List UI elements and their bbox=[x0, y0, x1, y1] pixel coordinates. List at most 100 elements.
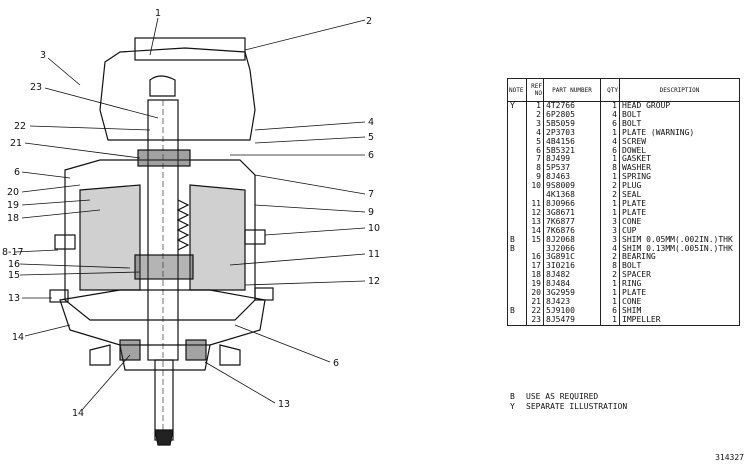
callout-3: 3 bbox=[40, 50, 46, 61]
cell-desc: WASHER bbox=[619, 163, 740, 174]
table-header-row: NOTE REF NO PART NUMBER QTY DESCRIPTION bbox=[507, 78, 740, 102]
cell-note bbox=[507, 315, 527, 326]
callout-5: 5 bbox=[368, 132, 374, 143]
cell-note bbox=[507, 164, 527, 174]
cell-desc: SHIM 0.05MM(.002IN.)THK bbox=[619, 235, 740, 245]
parts-list-table: NOTE REF NO PART NUMBER QTY DESCRIPTION … bbox=[507, 78, 740, 326]
cell-note bbox=[507, 280, 527, 290]
callout-12: 12 bbox=[368, 276, 380, 287]
callout-2: 2 bbox=[366, 16, 372, 27]
header-qty: QTY bbox=[600, 78, 620, 102]
header-note: NOTE bbox=[507, 78, 527, 102]
cell-desc: SHIM bbox=[619, 306, 740, 316]
callout-13-left: 13 bbox=[8, 293, 20, 304]
cell-note bbox=[507, 155, 527, 165]
cell-note bbox=[507, 208, 527, 218]
illustration-number: 314327 bbox=[715, 453, 744, 462]
cell-note bbox=[507, 137, 527, 147]
callout-1: 1 bbox=[155, 8, 161, 19]
callout-14-left: 14 bbox=[12, 332, 24, 343]
note-text: USE AS REQUIRED bbox=[526, 392, 599, 401]
cell-desc: CUP bbox=[619, 226, 740, 236]
cell-ref: 15 bbox=[526, 235, 544, 245]
callout-6-bottom: 6 bbox=[333, 358, 339, 369]
cell-note bbox=[507, 191, 527, 200]
cell-desc: CONE bbox=[619, 297, 740, 307]
header-description: DESCRIPTION bbox=[619, 78, 740, 102]
callout-4: 4 bbox=[368, 117, 374, 128]
cell-desc: IMPELLER bbox=[619, 315, 740, 326]
cell-note bbox=[507, 199, 527, 209]
cell-qty: 1 bbox=[600, 315, 620, 326]
cell-desc: BOLT bbox=[619, 261, 740, 272]
header-ref-no: REF NO bbox=[526, 78, 544, 102]
cell-desc: DOWEL bbox=[619, 146, 740, 156]
cell-note: B bbox=[507, 306, 527, 316]
cell-desc: RING bbox=[619, 279, 740, 290]
cell-desc: SPRING bbox=[619, 172, 740, 183]
note-key: Y bbox=[510, 402, 515, 411]
cell-note: B bbox=[507, 244, 527, 254]
callout-23: 23 bbox=[30, 82, 42, 93]
note-b: B USE AS REQUIRED bbox=[510, 392, 627, 402]
cell-note bbox=[507, 262, 527, 272]
cell-part: 8J5479 bbox=[543, 315, 601, 326]
callout-16: 16 bbox=[8, 259, 20, 270]
callout-6-right: 6 bbox=[368, 150, 374, 161]
cell-note bbox=[507, 271, 527, 281]
cell-desc: PLATE bbox=[619, 199, 740, 209]
note-text: SEPARATE ILLUSTRATION bbox=[526, 402, 628, 411]
cell-note bbox=[507, 217, 527, 227]
cell-desc: SHIM 0.13MM(.005IN.)THK bbox=[619, 244, 740, 254]
cell-note bbox=[507, 182, 527, 192]
callout-7: 7 bbox=[368, 189, 374, 200]
cell-note: Y bbox=[507, 101, 527, 111]
notes-legend: B USE AS REQUIRED Y SEPARATE ILLUSTRATION bbox=[510, 392, 627, 412]
cell-note bbox=[507, 173, 527, 183]
cell-ref: 23 bbox=[526, 315, 544, 326]
cell-desc: PLATE bbox=[619, 288, 740, 298]
callout-20: 20 bbox=[7, 187, 19, 198]
callout-21: 21 bbox=[10, 138, 22, 149]
callout-10: 10 bbox=[368, 223, 380, 234]
cell-desc: BOLT bbox=[619, 110, 740, 120]
cell-desc: PLATE (WARNING) bbox=[619, 128, 740, 138]
note-key: B bbox=[510, 392, 515, 401]
cell-note bbox=[507, 119, 527, 129]
cell-desc: BOLT bbox=[619, 119, 740, 129]
callout-11: 11 bbox=[368, 249, 380, 260]
cell-note bbox=[507, 289, 527, 298]
callout-13-bottom: 13 bbox=[278, 399, 290, 410]
callout-6-left: 6 bbox=[14, 167, 20, 178]
cell-desc: SEAL bbox=[619, 190, 740, 200]
callout-15: 15 bbox=[8, 270, 20, 281]
cell-desc: SPACER bbox=[619, 270, 740, 281]
callout-9: 9 bbox=[368, 207, 374, 218]
cell-desc: PLATE bbox=[619, 208, 740, 218]
callout-8-17: 8-17 bbox=[2, 247, 24, 258]
cell-desc: HEAD GROUP bbox=[619, 101, 740, 111]
callout-19: 19 bbox=[7, 200, 19, 211]
callout-14-bottom: 14 bbox=[72, 408, 84, 419]
cell-note bbox=[507, 146, 527, 156]
